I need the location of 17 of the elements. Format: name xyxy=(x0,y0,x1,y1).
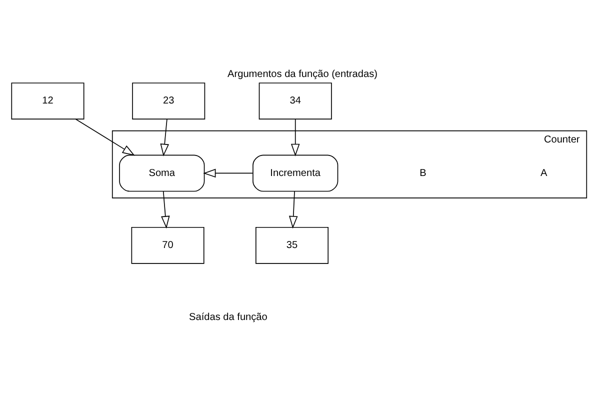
arrow xyxy=(160,118,169,156)
caption: Saídas da função xyxy=(189,312,268,324)
node-box: Incrementa xyxy=(252,154,338,192)
arrow xyxy=(288,191,298,229)
arrow xyxy=(75,118,135,156)
node-box: 35 xyxy=(256,226,329,264)
node-box: 34 xyxy=(258,82,332,120)
arrow xyxy=(203,168,254,178)
node-box: 12 xyxy=(11,82,84,120)
diagram-title: Argumentos da função (entradas) xyxy=(228,68,378,80)
arrow xyxy=(290,118,300,156)
node-box: 23 xyxy=(132,82,206,120)
node-box: Soma xyxy=(119,154,205,192)
label: B xyxy=(420,168,426,179)
arrow xyxy=(161,191,170,229)
label: A xyxy=(540,168,548,179)
node-box: 70 xyxy=(131,226,204,264)
